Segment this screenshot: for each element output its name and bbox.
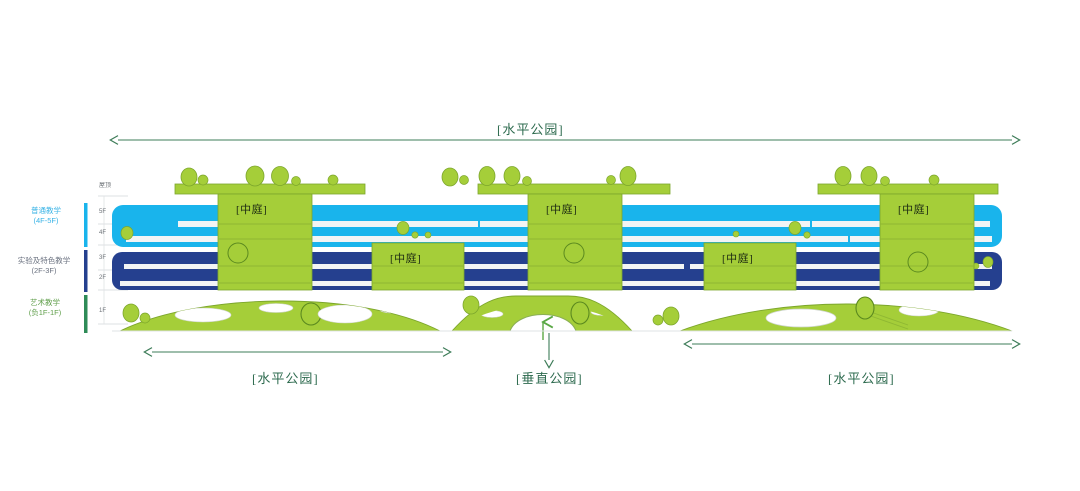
- roof-level: [174, 165, 999, 195]
- atrium-label-right: [中庭]: [898, 204, 930, 216]
- zone-label-common-teaching-floors: (4F-5F): [33, 216, 59, 225]
- tree-icon: [860, 166, 878, 186]
- floor-marker-1f: 1F: [99, 308, 107, 314]
- tree-icon: [662, 306, 680, 326]
- atrium-void-icon: [907, 251, 929, 273]
- bush-icon: [803, 231, 811, 239]
- atrium-void-icon: [563, 242, 585, 264]
- floor-marker-3f: 3F: [99, 255, 107, 261]
- tree-icon: [462, 295, 480, 315]
- floor-marker-2f: 2F: [99, 275, 107, 281]
- zone-label-lab-special-name: 实验及特色教学: [17, 256, 71, 265]
- ground-mounds: [112, 295, 1013, 340]
- floor-marker-5f: 5F: [99, 209, 107, 215]
- bush-icon: [424, 231, 432, 239]
- atrium-label-lower-mid: [中庭]: [722, 253, 754, 265]
- skylight-opening: [258, 303, 294, 313]
- atrium-block-left: [217, 193, 313, 291]
- atrium-label-left: [中庭]: [236, 204, 268, 216]
- tree-icon: [271, 166, 289, 186]
- skylight-opening: [317, 304, 373, 324]
- bottom-label-vertical-park: [垂直公园]: [516, 371, 583, 386]
- atrium-block-right: [879, 193, 975, 291]
- slab-3f-b: [690, 264, 992, 269]
- slab-4f-a: [126, 236, 546, 242]
- atrium-void-icon: [227, 242, 249, 264]
- atrium-label-lower-left: [中庭]: [390, 253, 422, 265]
- skylight-opening: [951, 304, 959, 312]
- zone-color-bars: [84, 203, 88, 333]
- atrium-blocks: [217, 193, 975, 291]
- zone-bar-art: [84, 295, 88, 333]
- floor-marker-roof: 屋顶: [99, 183, 112, 189]
- top-park-title: [水平公园]: [497, 122, 564, 137]
- tree-icon: [180, 167, 198, 187]
- skylight-opening: [378, 304, 406, 314]
- slab-5f-b: [480, 221, 810, 227]
- tree-icon: [834, 166, 852, 186]
- tree-icon: [122, 303, 140, 323]
- mound-right: [679, 303, 1013, 332]
- tree-icon: [245, 165, 265, 187]
- bottom-label-horizontal-park-right: [水平公园]: [828, 371, 895, 386]
- tree-icon: [522, 176, 532, 186]
- floor-marker-4f: 4F: [99, 230, 107, 236]
- tree-icon: [291, 176, 301, 186]
- bush-icon: [982, 256, 994, 268]
- bush-icon: [411, 231, 419, 239]
- tree-icon: [928, 174, 940, 186]
- skylight-opening: [765, 308, 837, 328]
- atrium-label-mid: [中庭]: [546, 204, 578, 216]
- tree-icon: [503, 166, 521, 186]
- zone-label-common-teaching: 普通教学 (4F-5F): [10, 206, 82, 226]
- tree-icon: [441, 167, 459, 187]
- tree-icon: [606, 175, 616, 185]
- roof-slab-mid: [477, 183, 671, 195]
- tree-icon: [880, 176, 890, 186]
- bush-icon: [120, 226, 134, 240]
- bush-icon: [788, 221, 802, 235]
- tree-icon: [478, 166, 496, 186]
- tree-icon: [652, 314, 664, 326]
- tree-icon: [327, 174, 339, 186]
- tree-icon: [459, 175, 469, 185]
- zone-label-art-teaching: 艺术教学 (负1F-1F): [8, 298, 82, 318]
- zone-label-art-teaching-name: 艺术教学: [30, 298, 60, 307]
- tree-icon: [855, 296, 875, 320]
- tree-icon: [619, 166, 637, 186]
- zone-label-art-teaching-floors: (负1F-1F): [28, 308, 62, 317]
- bottom-label-horizontal-park-left: [水平公园]: [252, 371, 319, 386]
- zone-bar-lab: [84, 250, 88, 292]
- skylight-opening: [174, 307, 232, 323]
- zone-label-lab-special: 实验及特色教学 (2F-3F): [4, 256, 84, 276]
- slab-4f-b: [548, 236, 848, 242]
- tree-icon: [139, 312, 151, 324]
- atrium-void-icon: [570, 301, 590, 325]
- zone-bar-common: [84, 203, 88, 247]
- zone-label-lab-special-floors: (2F-3F): [31, 266, 57, 275]
- tree-icon: [197, 174, 209, 186]
- roof-slab-left: [174, 183, 366, 195]
- zone-label-common-teaching-name: 普通教学: [31, 206, 61, 215]
- bottom-annotation-arrows: [152, 333, 1012, 360]
- atrium-block-mid: [527, 193, 623, 291]
- bush-icon: [396, 221, 410, 235]
- slab-5f-a: [178, 221, 478, 227]
- bush-icon: [732, 230, 740, 238]
